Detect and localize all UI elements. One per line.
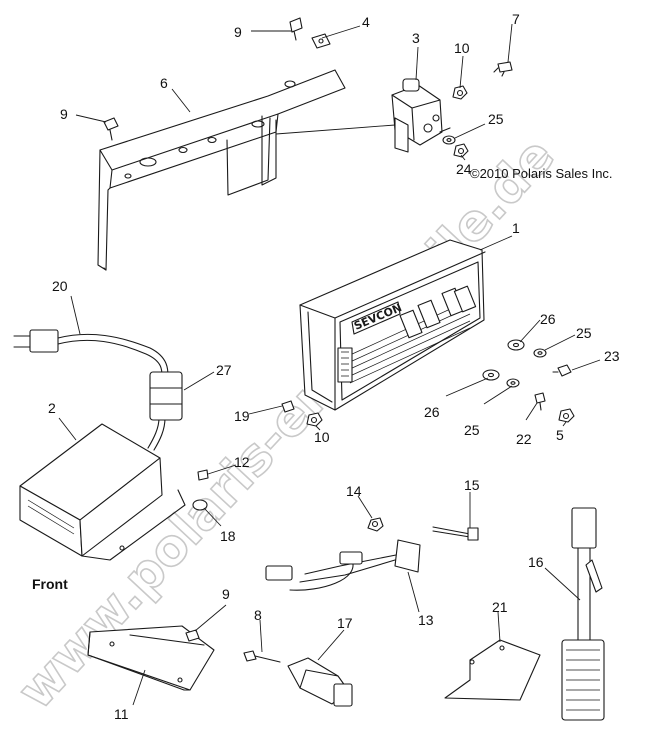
- callout-25: 25: [576, 325, 592, 341]
- part-9-bolt-lower: [185, 629, 200, 642]
- part-3-relay: [391, 78, 451, 153]
- callout-6: 6: [160, 75, 168, 91]
- part-1-controller: SEVCON: [299, 239, 486, 411]
- copyright-text: ©2010 Polaris Sales Inc.: [470, 166, 613, 181]
- callout-17: 17: [337, 615, 353, 631]
- part-23-bolt: [552, 364, 572, 377]
- part-26-washer-upper: [507, 339, 525, 351]
- callout-15: 15: [464, 477, 480, 493]
- part-12-screw: [197, 469, 209, 481]
- part-15-bolt: [432, 526, 479, 541]
- part-9-bolt-top: [289, 17, 303, 41]
- callout-24: 24: [456, 161, 472, 177]
- callout-1: 1: [512, 220, 520, 236]
- part-25-washer-lower: [506, 378, 520, 388]
- part-25-washer-top: [442, 135, 456, 145]
- callout-4: 4: [362, 14, 370, 30]
- callout-11: 11: [114, 706, 129, 722]
- part-11-lower-bracket: [87, 625, 215, 691]
- callout-25: 25: [464, 422, 480, 438]
- callout-21: 21: [492, 599, 508, 615]
- part-10-nut-top: [452, 85, 468, 100]
- front-label: Front: [32, 576, 68, 592]
- part-18-grommet: [192, 499, 208, 511]
- callout-13: 13: [418, 612, 434, 628]
- part-6-bracket: [97, 69, 346, 271]
- part-24-nut: [453, 143, 469, 158]
- callout-16: 16: [528, 554, 544, 570]
- callout-9: 9: [60, 106, 68, 122]
- callout-9: 9: [222, 586, 230, 602]
- callout-3: 3: [412, 30, 420, 46]
- callout-20: 20: [52, 278, 68, 294]
- part-4-clip-nut: [311, 33, 331, 49]
- callout-12: 12: [234, 454, 250, 470]
- callout-5: 5: [556, 427, 564, 443]
- callout-9: 9: [234, 24, 242, 40]
- part-7-screw: [493, 61, 513, 77]
- part-20-cable: [13, 329, 169, 451]
- part-14-nut: [367, 517, 384, 532]
- part-22-stud: [534, 392, 546, 411]
- callout-22: 22: [516, 431, 532, 447]
- part-2-box: [19, 423, 186, 561]
- callout-2: 2: [48, 400, 56, 416]
- part-25-washer-upper: [533, 348, 547, 358]
- part-17-connector: [287, 657, 353, 707]
- callout-10: 10: [454, 40, 470, 56]
- callout-23: 23: [604, 348, 620, 364]
- callout-26: 26: [540, 311, 556, 327]
- part-13-harness: [265, 539, 421, 591]
- part-10-nut-lower: [306, 412, 323, 427]
- callout-19: 19: [234, 408, 250, 424]
- part-19-bolt: [281, 400, 295, 413]
- callout-18: 18: [220, 528, 236, 544]
- callout-14: 14: [346, 483, 362, 499]
- callout-27: 27: [216, 362, 232, 378]
- watermark: www.polaris-ersatzteile.de: [6, 127, 565, 721]
- part-8-bolt: [243, 650, 281, 663]
- callouts: 9 4 7 3 10 6 9 25 24 ©2010 Polaris Sales…: [32, 11, 620, 722]
- part-16-fuse-harness: [561, 507, 605, 721]
- callout-26: 26: [424, 404, 440, 420]
- part-5-nut: [558, 408, 575, 423]
- part-21-plate: [444, 639, 541, 701]
- callout-7: 7: [512, 11, 520, 27]
- callout-10: 10: [314, 429, 330, 445]
- callout-25: 25: [488, 111, 504, 127]
- part-9-bolt-left: [103, 117, 119, 141]
- part-26-washer-lower: [482, 369, 500, 381]
- part-27-ferrite: [149, 371, 183, 421]
- leader-lines: [58, 23, 601, 706]
- callout-8: 8: [254, 607, 262, 623]
